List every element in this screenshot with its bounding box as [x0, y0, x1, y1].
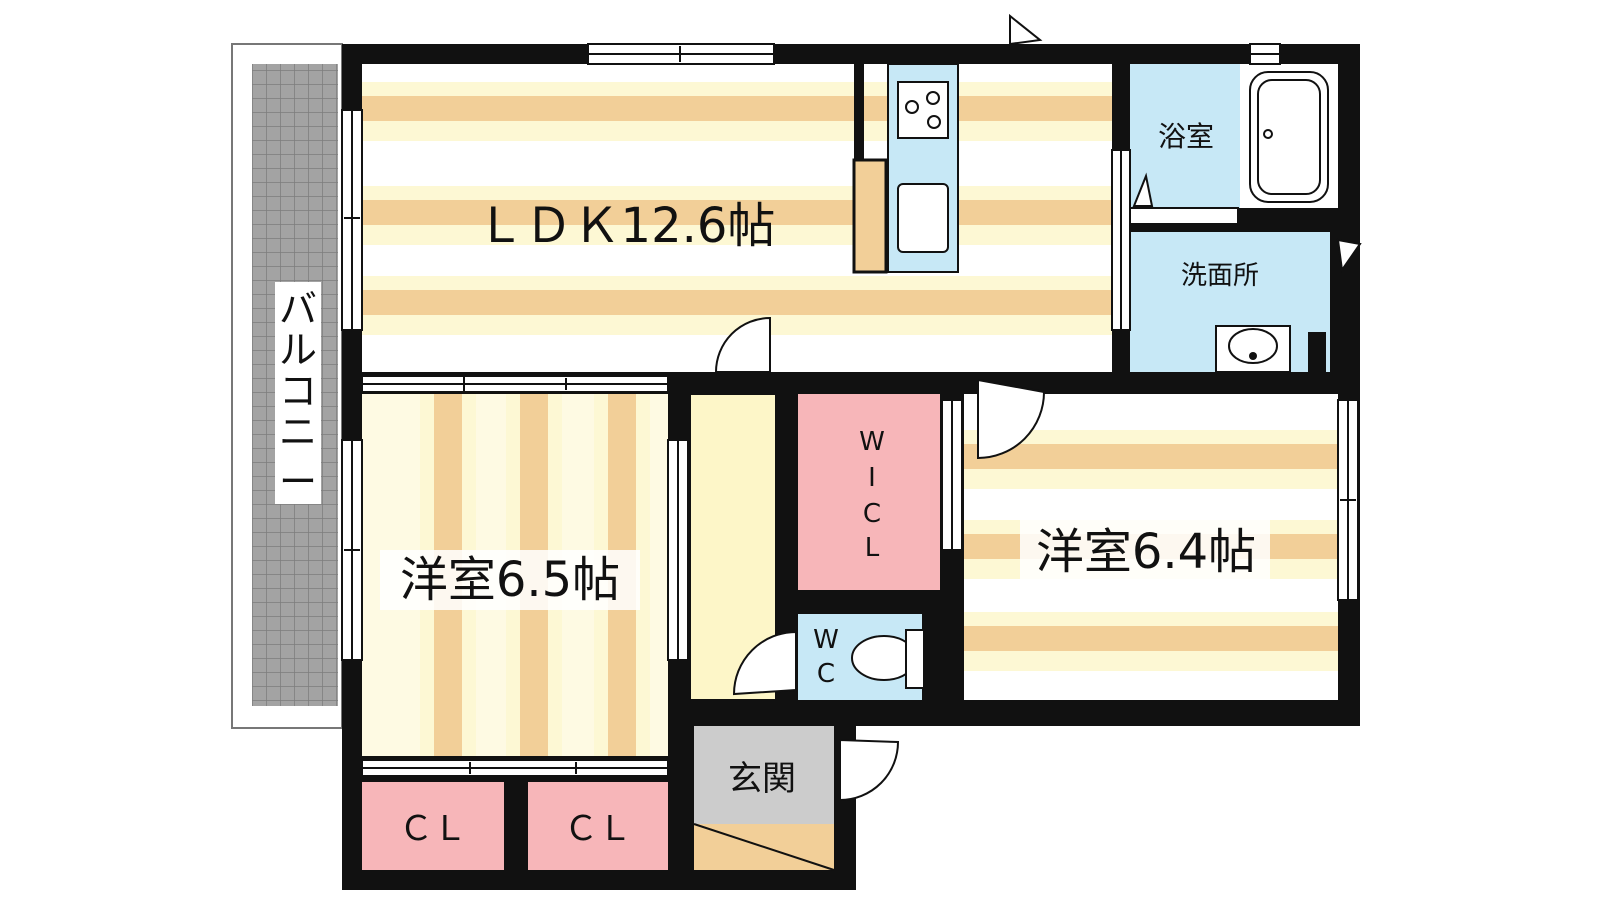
wc-char: W: [813, 625, 839, 655]
wic-char: I: [868, 463, 876, 493]
room-ldk: [362, 63, 1112, 372]
label-closet-2: ＣＬ: [564, 809, 632, 849]
room-western-left: [362, 394, 668, 756]
label-washroom: 洗面所: [1181, 261, 1259, 291]
wic-char: C: [863, 499, 881, 529]
balcony-label: バ ル コ ニ ー: [279, 287, 317, 504]
balcony-char: ー: [279, 460, 317, 504]
closet-2: [528, 782, 668, 870]
label-wic: W I C L: [859, 427, 885, 563]
balcony-char: ル: [279, 328, 317, 372]
label-wc: W C: [813, 625, 839, 689]
label-western-left: 洋室6.5帖: [400, 552, 620, 608]
room-wc: [798, 614, 925, 700]
label-western-right: 洋室6.4帖: [1036, 524, 1256, 580]
wic-char: L: [865, 533, 880, 563]
sliding-door: [361, 149, 1131, 777]
label-closet-1: ＣＬ: [399, 809, 467, 849]
window: [341, 43, 1359, 661]
room-western-right: [964, 394, 1338, 700]
room-washroom: [1130, 232, 1330, 373]
label-bath: 浴室: [1158, 120, 1214, 153]
balcony-char: ニ: [279, 410, 317, 454]
balcony-char: バ: [279, 287, 317, 331]
label-entrance: 玄関: [728, 759, 796, 799]
entrance-step: [693, 823, 835, 871]
stove-icon: [905, 91, 941, 129]
balcony-char: コ: [279, 369, 317, 413]
balcony: [231, 43, 343, 729]
entrance: [694, 726, 834, 824]
closet-1: [362, 782, 504, 870]
label-ldk: ＬＤＫ12.6帖: [477, 198, 776, 254]
room-wic: [798, 394, 940, 590]
wic-char: W: [859, 427, 885, 457]
door-swing: [714, 13, 1362, 802]
wc-char: C: [817, 659, 835, 689]
